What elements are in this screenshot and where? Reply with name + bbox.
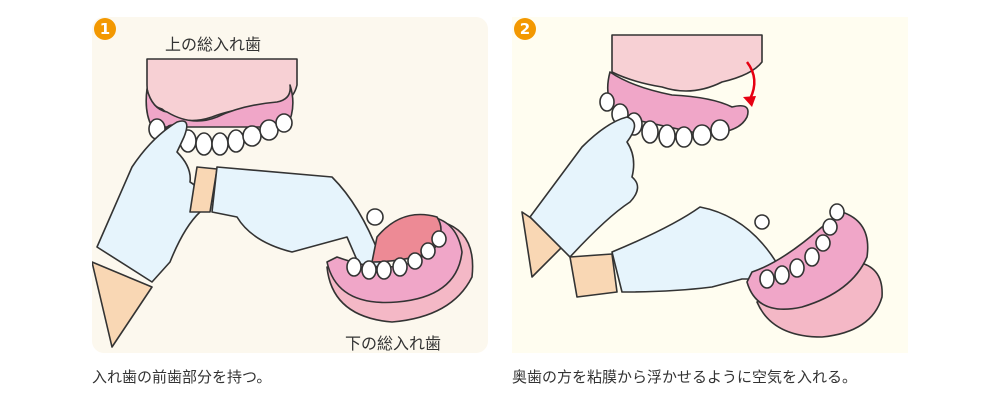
step-2-illustration: [521, 34, 883, 338]
step-1-panel: 1 上の総入れ歯 下の総入れ歯: [92, 17, 488, 353]
curved-arrow-icon: [743, 61, 756, 107]
upper-denture-label: 上の総入れ歯: [165, 35, 262, 54]
step-number-badge: 2: [514, 18, 536, 40]
step-1-illustration: [92, 58, 474, 348]
lower-denture-label: 下の総入れ歯: [345, 334, 442, 353]
step-number-badge: 1: [94, 18, 116, 40]
step-2-caption: 奥歯の方を粘膜から浮かせるように空気を入れる。: [512, 368, 858, 386]
step-2-panel: 2: [512, 17, 908, 353]
step-1-caption: 入れ歯の前歯部分を持つ。: [92, 368, 272, 386]
